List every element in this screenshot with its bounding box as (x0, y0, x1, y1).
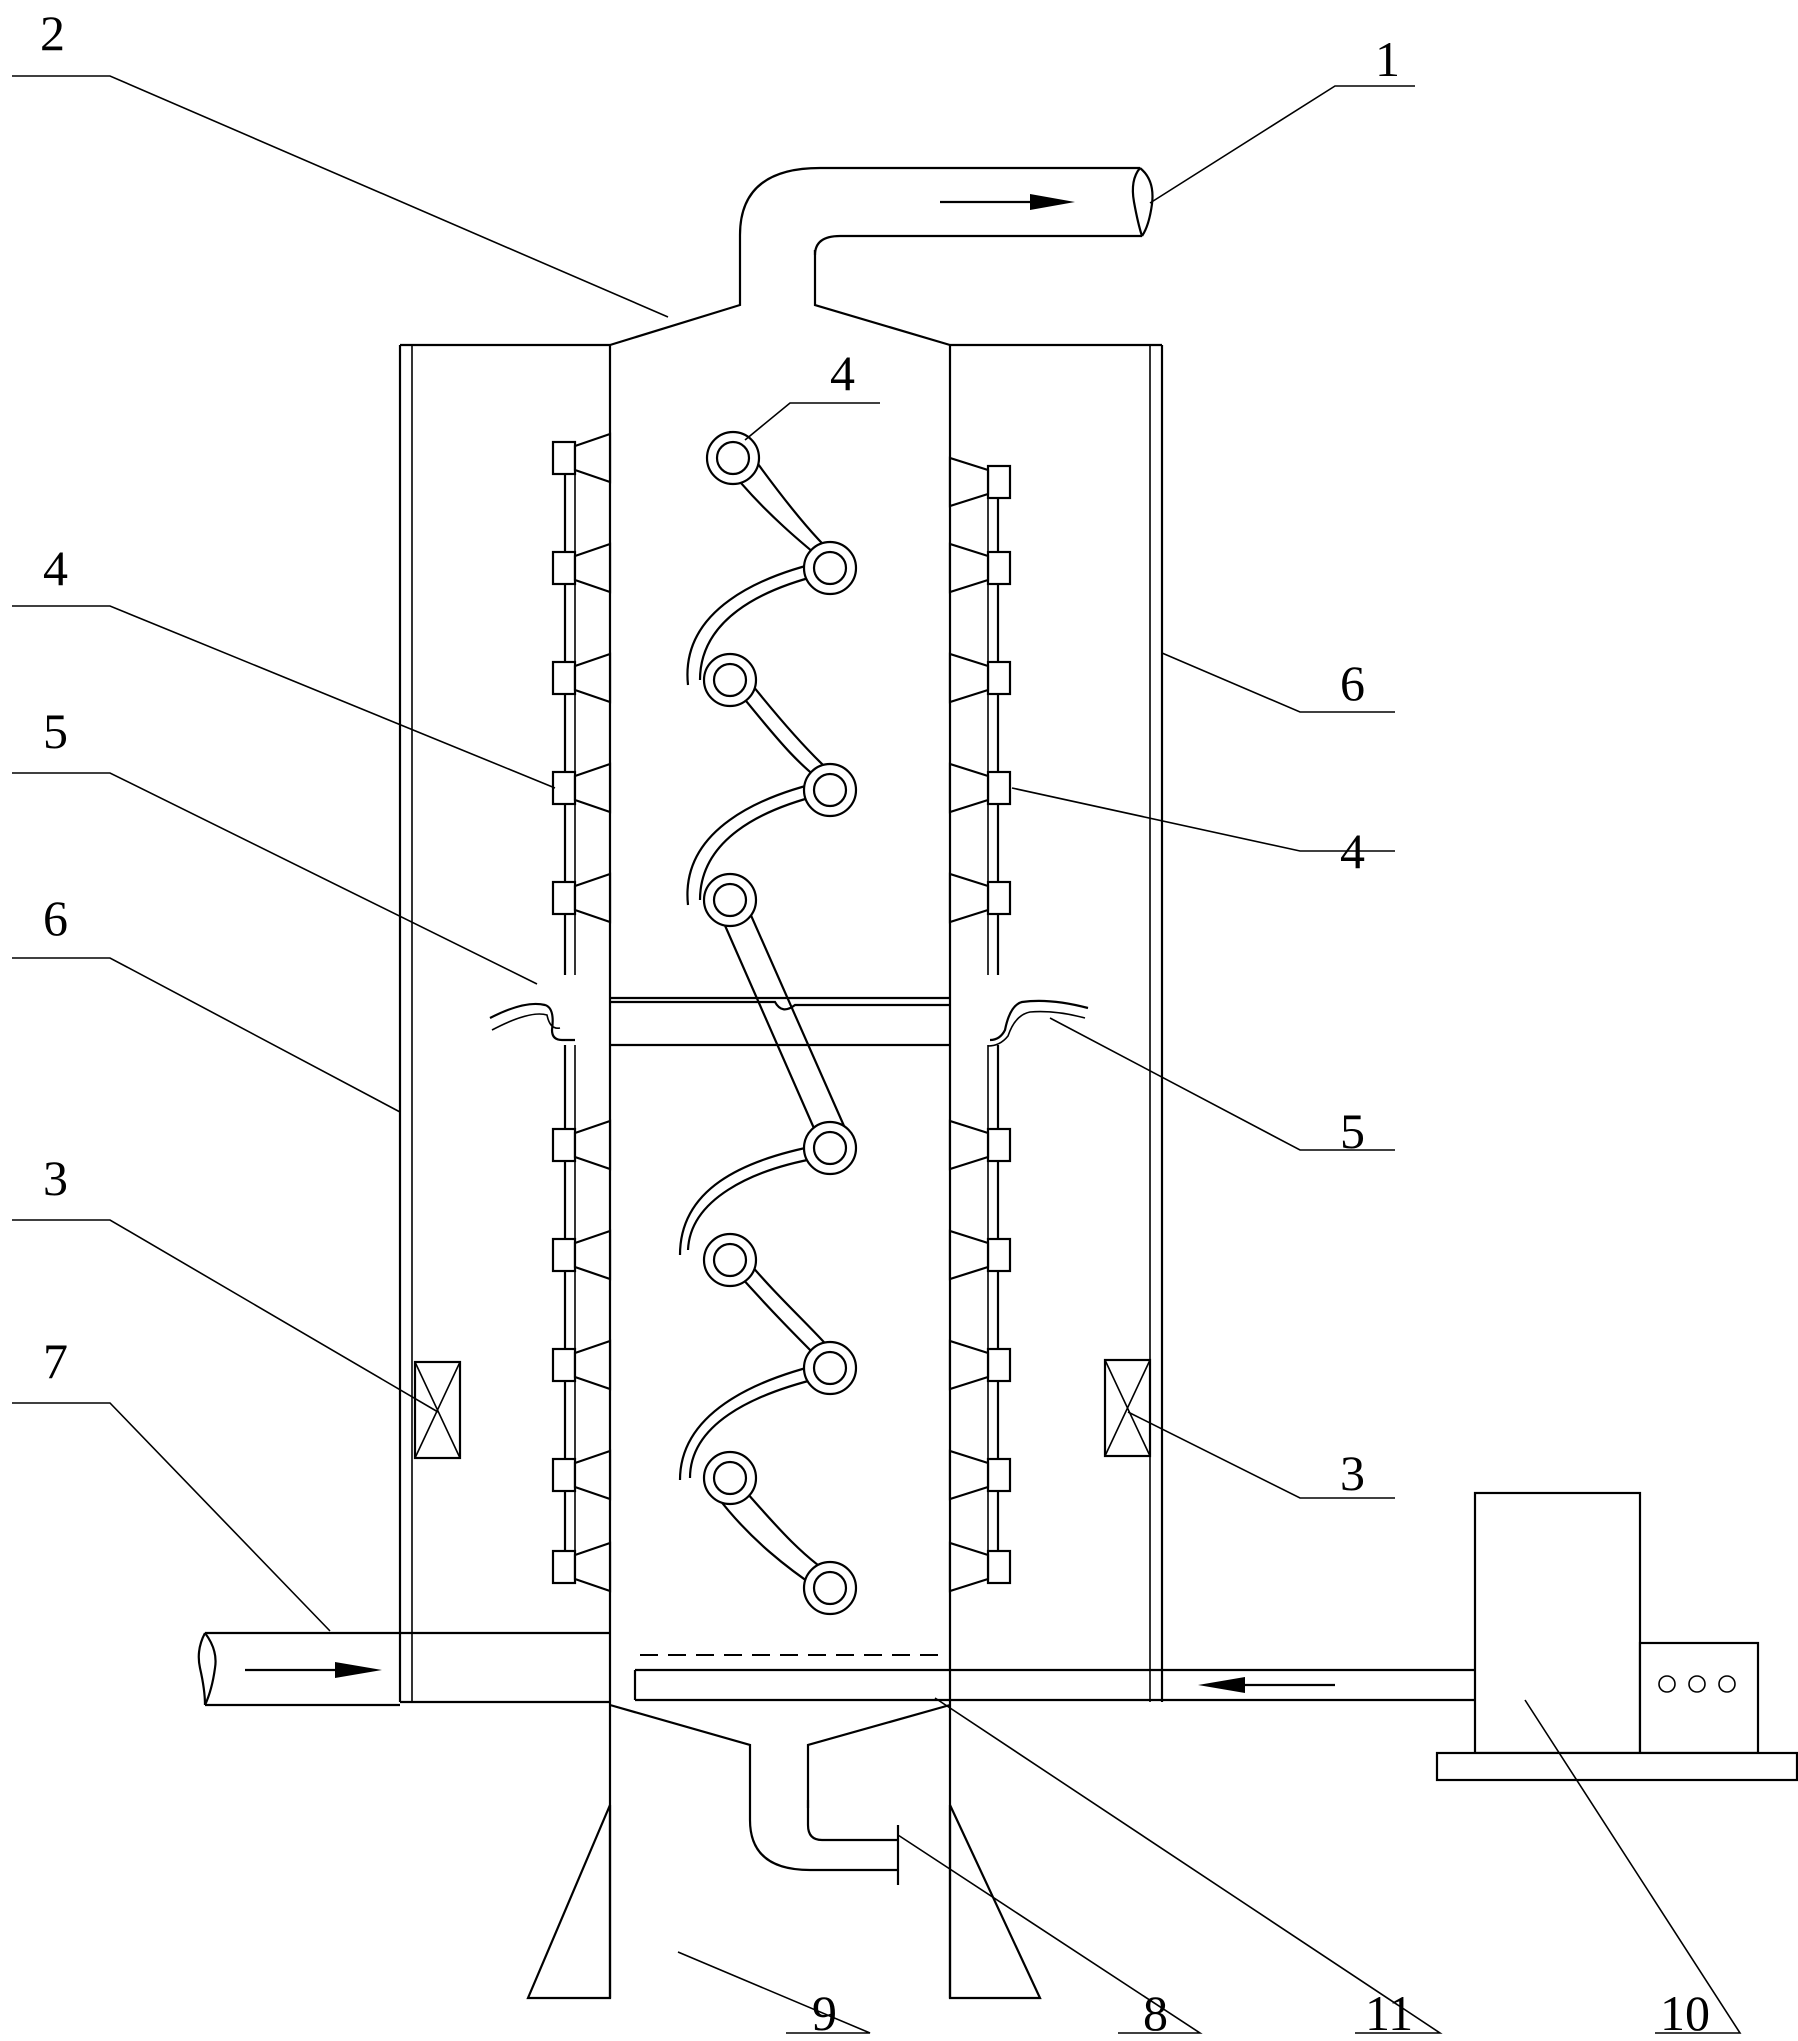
label-4-right: 4 (1340, 823, 1365, 879)
nozzle (551, 542, 612, 594)
nozzle (551, 1119, 612, 1171)
arrow-right-icon (245, 1662, 382, 1678)
nozzle (948, 1449, 1012, 1501)
blower-unit (1435, 1491, 1798, 1782)
label-3-right: 3 (1340, 1445, 1365, 1501)
label-11: 11 (1365, 1985, 1413, 2041)
coil-nodes (702, 430, 858, 1616)
nozzle (551, 1339, 612, 1391)
coil-node (702, 872, 758, 928)
nozzle (551, 652, 612, 704)
coil-node (705, 430, 761, 486)
inlet-pipe (197, 1631, 610, 1707)
nozzle (551, 432, 612, 484)
label-5-right: 5 (1340, 1103, 1365, 1159)
label-9: 9 (812, 1985, 837, 2041)
label-5-left: 5 (43, 703, 68, 759)
nozzle (948, 872, 1012, 924)
bottom-outlet (748, 1800, 900, 1885)
label-2: 2 (40, 5, 65, 61)
central-column (608, 250, 952, 1998)
nozzle (551, 1449, 612, 1501)
coil-node (802, 1560, 858, 1616)
coil-node (802, 1340, 858, 1396)
arrow-left-icon (1198, 1677, 1335, 1693)
coil-node (702, 652, 758, 708)
label-3-left: 3 (43, 1150, 68, 1206)
nozzle (551, 872, 612, 924)
label-4-top: 4 (830, 345, 855, 401)
label-1: 1 (1375, 31, 1400, 87)
serpentine-tube (678, 445, 850, 1591)
nozzle (551, 762, 612, 814)
coil-node (802, 1120, 858, 1176)
supply-pipe (633, 1654, 1475, 1702)
nozzle (948, 456, 1012, 508)
nozzle (948, 1339, 1012, 1391)
coil-node (702, 1450, 758, 1506)
label-6-left: 6 (43, 890, 68, 946)
nozzle (551, 1229, 612, 1281)
arrow-right-icon (940, 194, 1075, 210)
coil-node (802, 540, 858, 596)
coil-node (802, 762, 858, 818)
seal-joints (489, 999, 1089, 1047)
label-6-right: 6 (1340, 655, 1365, 711)
leader-lines (12, 75, 1742, 2034)
nozzle (948, 1229, 1012, 1281)
nozzle (948, 1119, 1012, 1171)
label-10: 10 (1660, 1985, 1710, 2041)
coil-node (702, 1232, 758, 1288)
circle-dot-icon (1688, 1675, 1706, 1693)
nozzle (948, 1541, 1012, 1593)
nozzle-rails (551, 432, 1012, 1593)
outlet-pipe (738, 166, 1154, 256)
support-base (526, 1804, 1042, 2000)
label-7: 7 (43, 1333, 68, 1389)
nozzle (948, 652, 1012, 704)
callout-labels: 2 1 4 4 6 5 4 6 5 3 7 3 9 8 11 10 (40, 5, 1710, 2041)
label-4-left: 4 (43, 540, 68, 596)
nozzle (948, 762, 1012, 814)
label-8: 8 (1143, 1985, 1168, 2041)
outer-jacket (398, 343, 1164, 1704)
nozzle (948, 542, 1012, 594)
circle-dot-icon (1718, 1675, 1736, 1693)
circle-dot-icon (1658, 1675, 1676, 1693)
nozzle (551, 1541, 612, 1593)
damper-right (1103, 1358, 1152, 1458)
damper-left (413, 1360, 462, 1460)
